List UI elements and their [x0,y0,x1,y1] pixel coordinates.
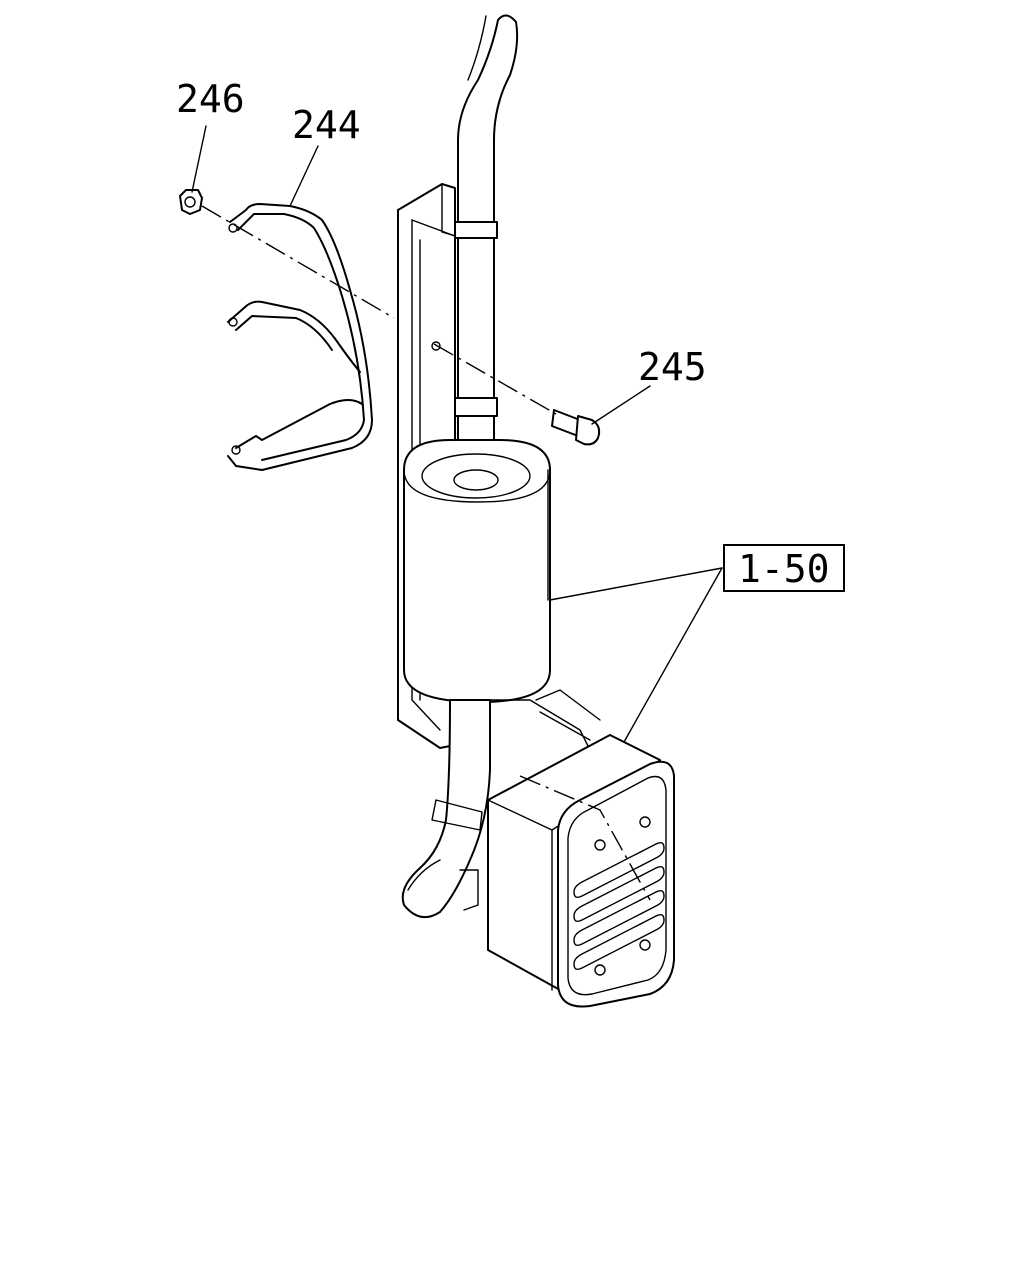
callout-245: 245 [638,345,707,389]
tail-pipe [454,14,519,481]
inlet-pipe [401,699,491,919]
muffler [403,439,551,703]
nut-246 [179,189,203,215]
callout-reference: 1-50 [738,547,830,591]
leader-ref-muffler [549,567,723,601]
callout-244: 244 [292,103,361,147]
reference-box [723,544,845,592]
bolt-245 [551,409,601,446]
leader-246 [191,125,207,193]
assembly-line-box [519,775,651,901]
callout-246: 246 [176,77,245,121]
leader-245 [591,385,651,425]
assembly-line-nut [201,205,395,319]
assembly-line-bolt [433,343,557,415]
leader-244 [289,145,319,207]
bracket-244 [227,203,373,471]
leader-ref-box [623,567,723,743]
silencer-box [487,734,675,1008]
